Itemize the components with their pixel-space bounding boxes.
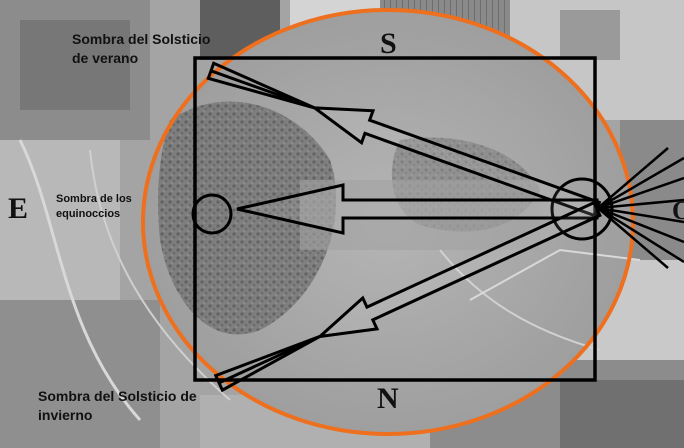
direction-north: N bbox=[377, 382, 399, 415]
winter-solstice-label-line1: Sombra del Solsticio de bbox=[38, 388, 197, 404]
equinox-marker-circle bbox=[191, 193, 233, 235]
winter-solstice-label: Sombra del Solsticio de invierno bbox=[38, 387, 197, 425]
equinox-label-line1: Sombra de los bbox=[56, 193, 132, 205]
summer-solstice-label: Sombra del Solsticio de verano bbox=[72, 30, 210, 68]
direction-west: O bbox=[672, 196, 684, 225]
sun-rays bbox=[597, 147, 684, 269]
equinox-arrow bbox=[236, 183, 599, 235]
winter-solstice-label-line2: invierno bbox=[38, 406, 93, 423]
summer-solstice-label-line1: Sombra del Solsticio bbox=[72, 31, 211, 47]
direction-south: S bbox=[380, 27, 397, 60]
equinox-label: Sombra de los equinoccios bbox=[56, 192, 132, 222]
equinox-label-line2: equinoccios bbox=[56, 207, 121, 220]
direction-east: E bbox=[8, 192, 29, 225]
observer-circle bbox=[550, 177, 614, 241]
winter-solstice-arrow bbox=[213, 200, 602, 393]
summer-solstice-label-line2: de verano bbox=[72, 49, 139, 66]
summer-solstice-arrow bbox=[206, 61, 602, 218]
